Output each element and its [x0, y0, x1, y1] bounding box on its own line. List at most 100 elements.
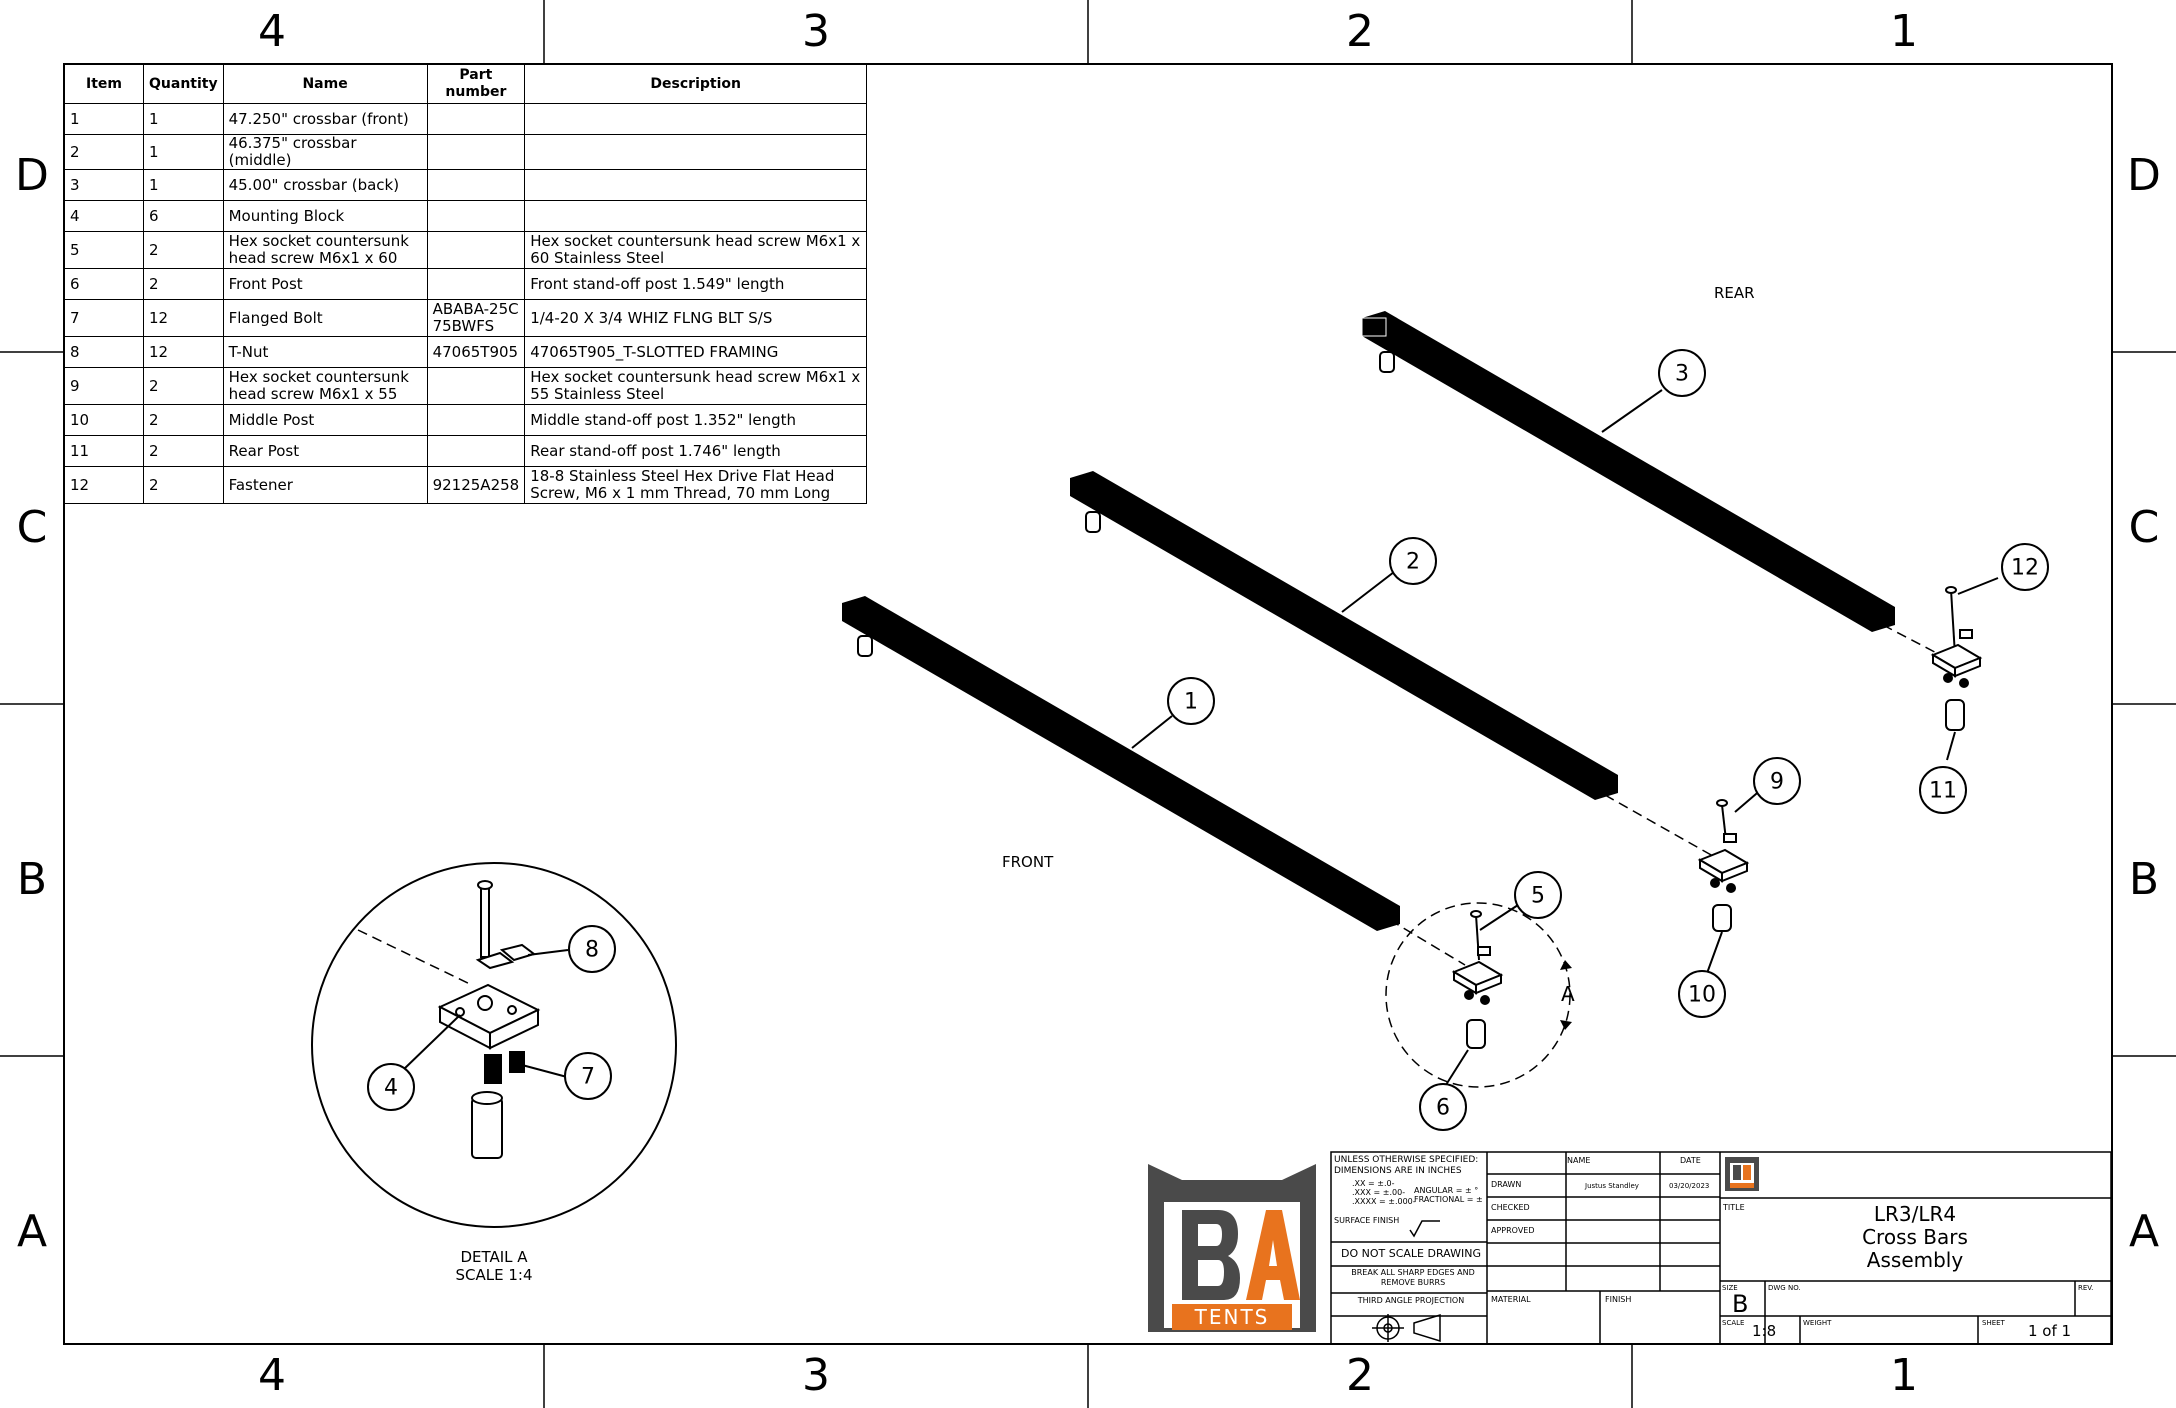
bom-cell: Flanged Bolt	[222, 299, 428, 337]
bom-cell: Mounting Block	[222, 200, 428, 232]
crossbar-1	[842, 596, 1400, 931]
bom-cell: 2	[143, 367, 224, 405]
bom-cell: Front stand-off post 1.549" length	[524, 268, 868, 300]
bom-cell: Rear Post	[222, 435, 428, 467]
bom-cell: 2	[143, 404, 224, 436]
bom-cell	[524, 103, 868, 135]
callout-arrow-bottom	[1560, 1020, 1572, 1030]
size-value: B	[1732, 1290, 1749, 1318]
bom-cell: 12	[143, 299, 224, 337]
zone-row-a-left: A	[16, 1206, 48, 1257]
leader-lines	[402, 389, 1999, 1089]
detail-a-title: DETAIL A	[460, 1248, 528, 1266]
bom-cell: Fastener	[222, 466, 428, 504]
bom-cell	[426, 268, 526, 300]
zone-col-1-top: 1	[1890, 6, 1918, 57]
bom-header-part-number: Part number	[426, 64, 526, 104]
rear-label: REAR	[1714, 284, 1755, 302]
sheet-label: SHEET	[1982, 1319, 2005, 1327]
note-line-1: UNLESS OTHERWISE SPECIFIED:	[1334, 1155, 1479, 1165]
detail-a-circle	[311, 862, 677, 1228]
callout-arrow-top	[1560, 960, 1572, 970]
bom-cell	[524, 169, 868, 201]
material-label: MATERIAL	[1491, 1295, 1531, 1304]
zone-row-d-right: D	[2127, 150, 2161, 201]
finish-label: FINISH	[1605, 1295, 1632, 1304]
scale-label: SCALE	[1722, 1319, 1745, 1327]
bom-cell	[426, 200, 526, 232]
detail-a-caption: DETAIL A SCALE 1:4	[444, 1248, 544, 1284]
bom-cell: 2	[64, 134, 144, 170]
bom-cell: 46.375" crossbar (middle)	[222, 134, 428, 170]
bom-cell: 2	[143, 268, 224, 300]
bom-cell: Hex socket countersunk head screw M6x1 x…	[222, 231, 428, 269]
detail-a-scale: SCALE 1:4	[455, 1266, 533, 1284]
bom-cell: Rear stand-off post 1.746" length	[524, 435, 868, 467]
do-not-scale: DO NOT SCALE DRAWING	[1341, 1247, 1481, 1260]
tol-fractional: FRACTIONAL = ±	[1414, 1195, 1483, 1204]
titleblock-logo-icon	[1725, 1157, 1759, 1191]
bom-cell: 1	[143, 103, 224, 135]
bom-cell: 6	[143, 200, 224, 232]
bom-cell	[426, 134, 526, 170]
bom-cell: 1	[64, 103, 144, 135]
bom-cell: 1	[143, 134, 224, 170]
bom-cell: Front Post	[222, 268, 428, 300]
bom-cell: Hex socket countersunk head screw M6x1 x…	[222, 367, 428, 405]
bom-cell: 10	[64, 404, 144, 436]
bom-cell	[426, 231, 526, 269]
front-mount-assembly	[1451, 910, 1504, 1049]
bom-header-quantity: Quantity	[143, 64, 224, 104]
scale-value: 1:8	[1752, 1322, 1777, 1340]
title-line-3: Assembly	[1866, 1248, 1964, 1272]
middle-mount-assembly	[1697, 799, 1750, 932]
assembly-lines	[357, 624, 1951, 986]
zone-row-d-left: D	[15, 150, 49, 201]
projection-label: THIRD ANGLE PROJECTION	[1357, 1296, 1465, 1305]
weight-label: WEIGHT	[1803, 1319, 1832, 1327]
bom-cell	[524, 134, 868, 170]
tolerance-notes: UNLESS OTHERWISE SPECIFIED: DIMENSIONS A…	[1334, 1155, 1478, 1177]
zone-col-2-bottom: 2	[1346, 1350, 1374, 1401]
bom-cell: 6	[64, 268, 144, 300]
bom-cell: 2	[143, 466, 224, 504]
bom-cell: 47065T905_T-SLOTTED FRAMING	[524, 336, 868, 368]
bom-cell: ABABA-25C 75BWFS	[426, 299, 526, 337]
bom-cell: 7	[64, 299, 144, 337]
tol-xxx: .XXX = ±.00-	[1352, 1188, 1406, 1197]
bom-cell: Middle stand-off post 1.352" length	[524, 404, 868, 436]
bom-cell: 11	[64, 435, 144, 467]
projection-icon	[1372, 1313, 1441, 1343]
dwg-no-label: DWG NO.	[1768, 1284, 1801, 1292]
zone-row-b-left: B	[16, 854, 48, 905]
drawing-title: LR3/LR4 Cross Bars Assembly	[1760, 1203, 2070, 1272]
bom-cell	[524, 200, 868, 232]
bom-cell: 1	[143, 169, 224, 201]
bom-cell	[426, 435, 526, 467]
size-label: SIZE	[1722, 1284, 1738, 1292]
zone-col-3-bottom: 3	[802, 1350, 830, 1401]
bom-header-name: Name	[222, 64, 428, 104]
ba-tents-logo: TENTS	[1148, 1164, 1316, 1332]
break-edges: BREAK ALL SHARP EDGES AND REMOVE BURRS	[1351, 1268, 1475, 1287]
bom-cell: 2	[143, 435, 224, 467]
title-block	[1330, 1151, 2112, 1345]
title-line-1: LR3/LR4	[1873, 1202, 1957, 1226]
title-label: TITLE	[1723, 1203, 1745, 1212]
bom-cell: 18-8 Stainless Steel Hex Drive Flat Head…	[524, 466, 868, 504]
name-header: NAME	[1567, 1156, 1591, 1165]
zone-row-b-right: B	[2128, 854, 2160, 905]
surface-finish-label: SURFACE FINISH	[1334, 1216, 1400, 1225]
checked-label: CHECKED	[1491, 1203, 1530, 1212]
zone-col-4-top: 4	[258, 6, 286, 57]
bom-cell: 47.250" crossbar (front)	[222, 103, 428, 135]
